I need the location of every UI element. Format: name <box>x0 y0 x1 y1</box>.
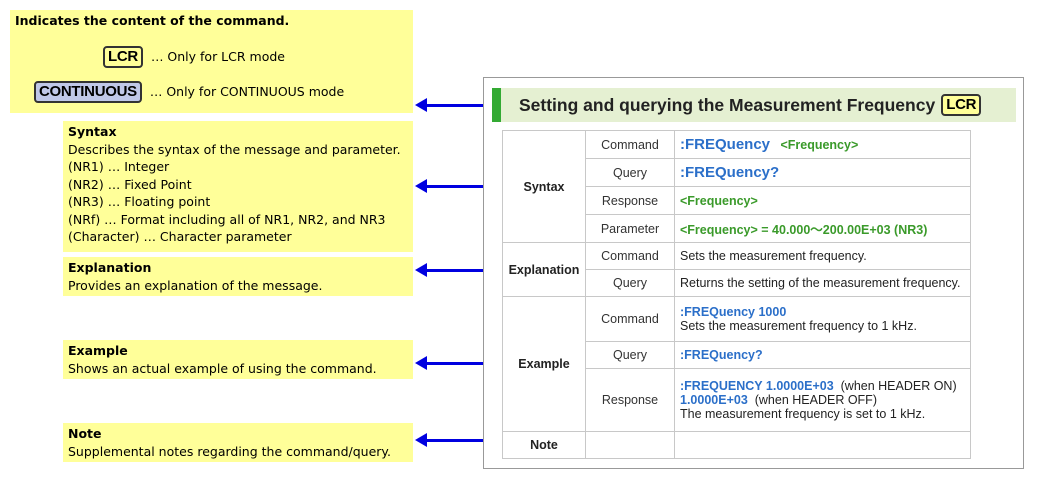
explanation-note-text: Provides an explanation of the message. <box>68 277 323 293</box>
panel-lcr-tag: LCR <box>941 94 982 116</box>
syntax-command: :FREQuency <box>680 136 771 153</box>
syntax-parameter: <Frequency> = 40.000～200.00E+03 (NR3) <box>680 223 928 237</box>
note-value-empty <box>674 431 971 459</box>
example-note: Example Shows an actual example of using… <box>63 340 413 379</box>
arrow-syntax <box>415 179 503 193</box>
note-note-text: Supplemental notes regarding the command… <box>68 443 392 459</box>
command-reference-panel: Setting and querying the Measurement Fre… <box>483 77 1024 469</box>
syntax-response: <Frequency> <box>680 193 758 208</box>
syntax-command-arg: <Frequency> <box>780 138 859 152</box>
arrow-note <box>415 433 503 447</box>
sub-command: Command <box>585 296 675 342</box>
continuous-tag: CONTINUOUS <box>34 81 142 103</box>
example-command-code: :FREQuency 1000 <box>680 305 787 319</box>
syntax-response-cell: <Frequency> <box>674 186 971 215</box>
content-note: Indicates the content of the command. LC… <box>10 10 413 113</box>
panel-title-bar: Setting and querying the Measurement Fre… <box>492 88 1016 122</box>
syntax-note-line: (Character) … Character parameter <box>68 229 292 244</box>
syntax-note-line: Describes the syntax of the message and … <box>68 141 401 157</box>
example-response-note1: (when HEADER ON) <box>840 379 957 393</box>
example-command-text: Sets the measurement frequency to 1 kHz. <box>680 319 917 333</box>
continuous-legend-row: CONTINUOUS … Only for CONTINUOUS mode <box>34 81 344 103</box>
example-response-code1: :FREQUENCY 1.0000E+03 <box>680 379 834 393</box>
note-note: Note Supplemental notes regarding the co… <box>63 423 413 462</box>
syntax-parameter-cell: <Frequency> = 40.000～200.00E+03 (NR3) <box>674 214 971 243</box>
example-response-text: The measurement frequency is set to 1 kH… <box>680 407 926 421</box>
note-note-heading: Note <box>68 426 102 441</box>
expl-command: Sets the measurement frequency. <box>674 242 971 270</box>
panel-title: Setting and querying the Measurement Fre… <box>519 94 936 115</box>
syntax-note-line: (NR2) … Fixed Point <box>68 176 192 192</box>
syntax-note-line: (NR1) … Integer <box>68 159 170 174</box>
syntax-query-cell: :FREQuency? <box>674 158 971 187</box>
sub-command: Command <box>585 242 675 270</box>
example-query: :FREQuency? <box>680 348 763 362</box>
content-note-heading: Indicates the content of the command. <box>15 13 290 28</box>
lcr-tag: LCR <box>103 46 143 68</box>
explanation-label: Explanation <box>502 242 586 297</box>
syntax-label: Syntax <box>502 130 586 243</box>
example-note-heading: Example <box>68 343 128 358</box>
syntax-query: :FREQuency? <box>680 164 780 181</box>
command-table: Syntax Command :FREQuency <Frequency> Qu… <box>502 130 971 459</box>
note-sub-empty <box>585 431 675 459</box>
arrow-example <box>415 356 503 370</box>
continuous-legend-desc: … Only for CONTINUOUS mode <box>149 84 345 100</box>
example-response-cell: :FREQUENCY 1.0000E+03 (when HEADER ON) 1… <box>674 368 971 432</box>
example-query-cell: :FREQuency? <box>674 341 971 369</box>
arrow-title <box>415 98 489 112</box>
example-response-note2: (when HEADER OFF) <box>754 393 877 407</box>
expl-query: Returns the setting of the measurement f… <box>674 269 971 297</box>
arrow-explanation <box>415 263 503 277</box>
syntax-note-line: (NR3) … Floating point <box>68 194 211 209</box>
syntax-note-line: (NRf) … Format including all of NR1, NR2… <box>68 211 386 227</box>
syntax-command-cell: :FREQuency <Frequency> <box>674 130 971 159</box>
syntax-note-heading: Syntax <box>68 124 117 139</box>
sub-query: Query <box>585 269 675 297</box>
example-label: Example <box>502 296 586 432</box>
lcr-legend-row: LCR … Only for LCR mode <box>103 46 285 68</box>
example-response-code2: 1.0000E+03 <box>680 393 748 407</box>
sub-response: Response <box>585 368 675 432</box>
sub-command: Command <box>585 130 675 159</box>
explanation-note-heading: Explanation <box>68 260 152 275</box>
sub-response: Response <box>585 186 675 215</box>
note-label: Note <box>502 431 586 459</box>
sub-parameter: Parameter <box>585 214 675 243</box>
sub-query: Query <box>585 158 675 187</box>
sub-query: Query <box>585 341 675 369</box>
explanation-note: Explanation Provides an explanation of t… <box>63 257 413 296</box>
syntax-note: Syntax Describes the syntax of the messa… <box>63 121 413 252</box>
example-command-cell: :FREQuency 1000 Sets the measurement fre… <box>674 296 971 342</box>
lcr-legend-desc: … Only for LCR mode <box>150 49 285 65</box>
example-note-text: Shows an actual example of using the com… <box>68 360 377 376</box>
